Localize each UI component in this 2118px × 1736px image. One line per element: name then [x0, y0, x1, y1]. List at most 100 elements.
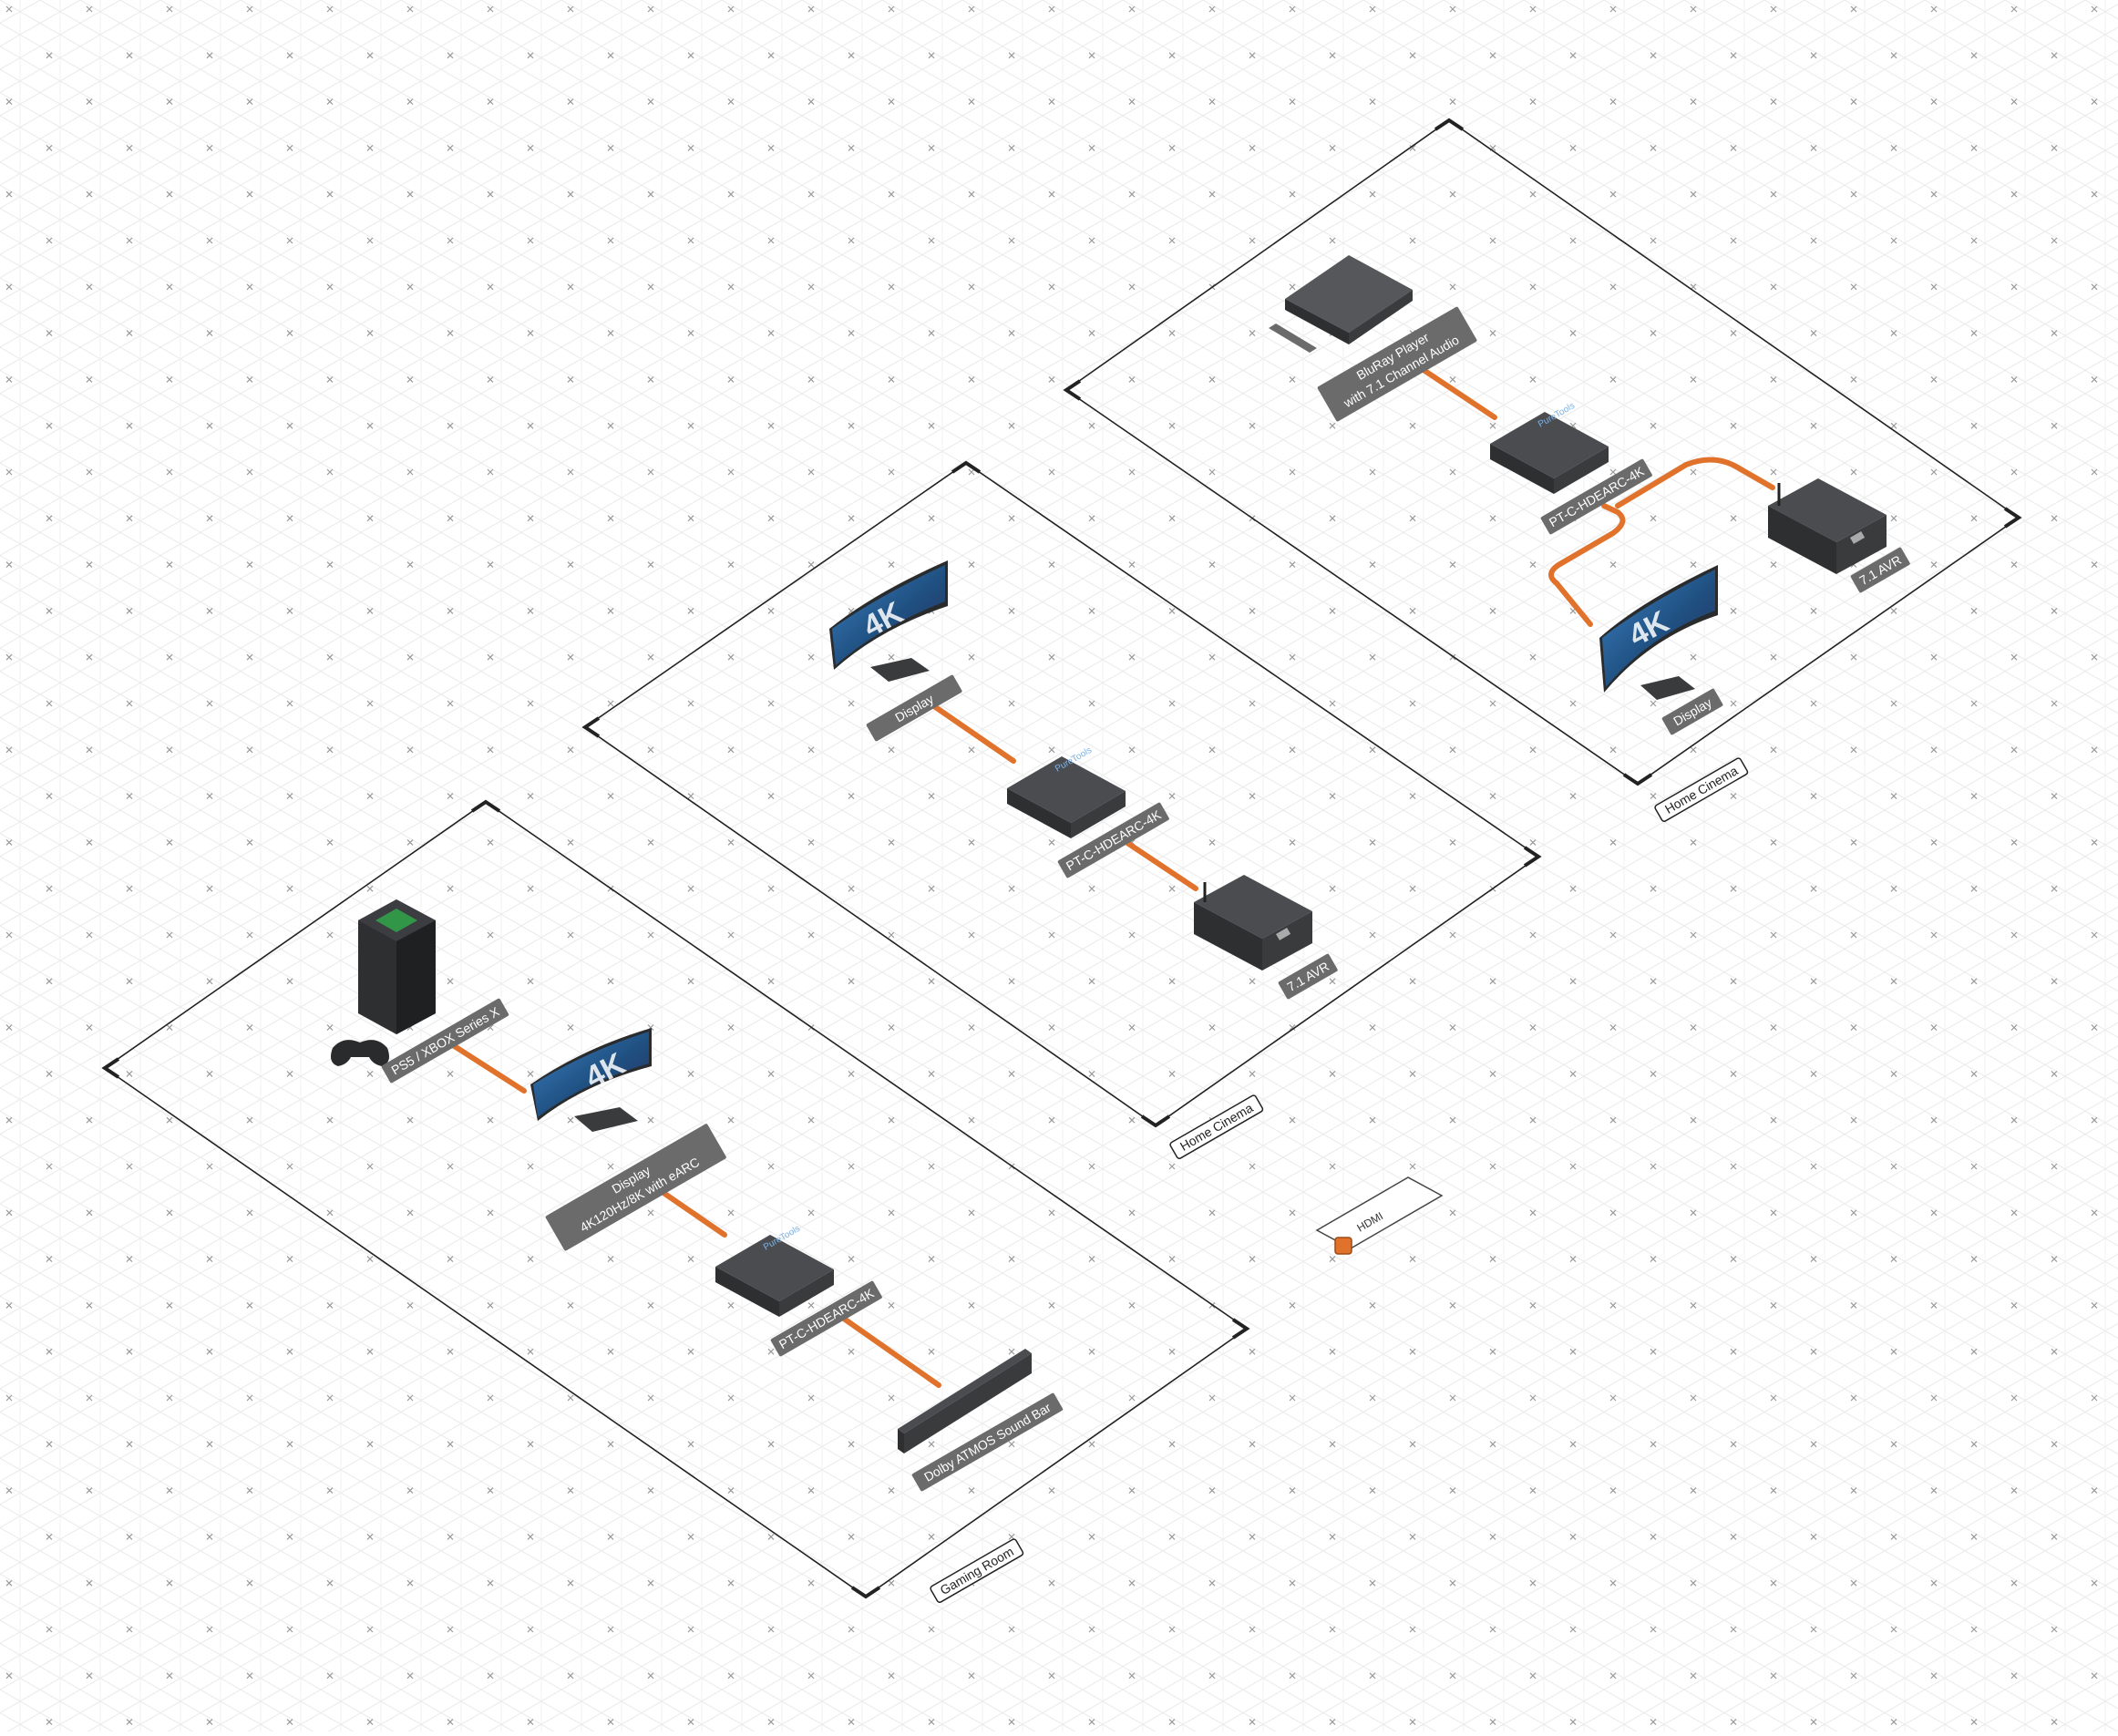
grid-crossmark: [2010, 190, 2018, 198]
grid-crossmark: [1449, 561, 1456, 569]
grid-crossmark: [487, 1394, 494, 1402]
grid-crossmark: [5, 1487, 13, 1495]
grid-crossmark: [1249, 422, 1256, 429]
grid-crossmark: [807, 653, 815, 661]
grid-crossmark: [1529, 1394, 1537, 1402]
grid-crossmark: [2091, 1116, 2098, 1124]
grid-crossmark: [1409, 144, 1416, 151]
grid-crossmark: [647, 1487, 654, 1495]
grid-crossmark: [2010, 98, 2018, 106]
grid-crossmark: [807, 1487, 815, 1495]
grid-crossmark: [1609, 5, 1617, 13]
grid-crossmark: [848, 515, 855, 522]
grid-crossmark: [46, 793, 53, 800]
grid-crossmark: [1650, 700, 1657, 707]
grid-crossmark: [687, 330, 694, 337]
grid-crossmark: [848, 1626, 855, 1633]
monitor-4k-icon: 4K: [829, 560, 948, 682]
grid-crossmark: [1690, 190, 1697, 198]
grid-crossmark: [607, 422, 614, 429]
grid-crossmark: [1208, 838, 1216, 846]
grid-crossmark: [326, 1116, 334, 1124]
grid-crossmark: [126, 607, 133, 614]
grid-crossmark: [206, 1163, 213, 1170]
grid-crossmark: [687, 1719, 694, 1726]
grid-crossmark: [1569, 1070, 1577, 1077]
grid-crossmark: [1289, 746, 1296, 754]
grid-crossmark: [1569, 1441, 1577, 1448]
grid-crossmark: [1128, 653, 1136, 661]
grid-crossmark: [487, 1487, 494, 1495]
grid-crossmark: [2091, 838, 2098, 846]
grid-crossmark: [647, 283, 654, 291]
grid-crossmark: [928, 1441, 935, 1448]
grid-crossmark: [447, 237, 454, 244]
grid-crossmark: [246, 1209, 253, 1217]
grid-crossmark: [2051, 793, 2058, 800]
grid-crossmark: [687, 1256, 694, 1263]
grid-crossmark: [727, 746, 735, 754]
grid-crossmark: [1369, 5, 1376, 13]
grid-crossmark: [166, 838, 173, 846]
grid-crossmark: [2091, 1579, 2098, 1587]
grid-crossmark: [1409, 1163, 1416, 1170]
grid-crossmark: [286, 1070, 293, 1077]
grid-crossmark: [46, 515, 53, 522]
grid-crossmark: [1930, 838, 1938, 846]
grid-crossmark: [1850, 838, 1857, 846]
grid-crossmark: [2091, 1672, 2098, 1680]
grid-crossmark: [567, 1487, 574, 1495]
grid-crossmark: [1369, 1487, 1376, 1495]
grid-crossmark: [1970, 422, 1978, 429]
grid-crossmark: [366, 1163, 374, 1170]
grid-crossmark: [1168, 978, 1176, 985]
grid-crossmark: [968, 653, 975, 661]
grid-crossmark: [1609, 561, 1617, 569]
grid-crossmark: [286, 885, 293, 892]
grid-crossmark: [286, 330, 293, 337]
grid-crossmark: [246, 98, 253, 106]
grid-crossmark: [567, 1672, 574, 1680]
grid-crossmark: [527, 1441, 534, 1448]
grid-crossmark: [1048, 98, 1055, 106]
grid-crossmark: [206, 793, 213, 800]
grid-crossmark: [1329, 1348, 1336, 1355]
bluray-player-icon: [1269, 255, 1413, 353]
grid-crossmark: [1369, 190, 1376, 198]
grid-crossmark: [968, 98, 975, 106]
grid-crossmark: [1529, 561, 1537, 569]
grid-crossmark: [1168, 793, 1176, 800]
grid-crossmark: [1409, 1348, 1416, 1355]
grid-crossmark: [527, 330, 534, 337]
grid-crossmark: [1970, 1256, 1978, 1263]
grid-crossmark: [1970, 1533, 1978, 1540]
zone-corner-marks: [1063, 118, 2022, 786]
grid-crossmark: [86, 1487, 93, 1495]
grid-crossmark: [727, 1394, 735, 1402]
grid-crossmark: [687, 1441, 694, 1448]
grid-crossmark: [1208, 468, 1216, 476]
grid-crossmark: [1609, 1394, 1617, 1402]
grid-crossmark: [1930, 1394, 1938, 1402]
grid-crossmark: [1650, 1070, 1657, 1077]
grid-crossmark: [807, 468, 815, 476]
grid-crossmark: [1088, 1719, 1095, 1726]
grid-crossmark: [2010, 468, 2018, 476]
grid-crossmark: [1449, 98, 1456, 106]
grid-crossmark: [326, 561, 334, 569]
grid-crossmark: [206, 607, 213, 614]
grid-crossmark: [2010, 1672, 2018, 1680]
grid-crossmark: [1088, 1163, 1095, 1170]
grid-crossmark: [1730, 422, 1737, 429]
grid-crossmark: [1890, 1348, 1897, 1355]
grid-crossmark: [1970, 144, 1978, 151]
grid-crossmark: [1810, 237, 1817, 244]
grid-crossmark: [1529, 1487, 1537, 1495]
grid-crossmark: [767, 793, 775, 800]
grid-crossmark: [487, 653, 494, 661]
grid-crossmark: [5, 283, 13, 291]
grid-crossmark: [647, 1301, 654, 1309]
grid-crossmark: [286, 607, 293, 614]
grid-crossmark: [1529, 1024, 1537, 1032]
grid-crossmark: [1008, 607, 1015, 614]
